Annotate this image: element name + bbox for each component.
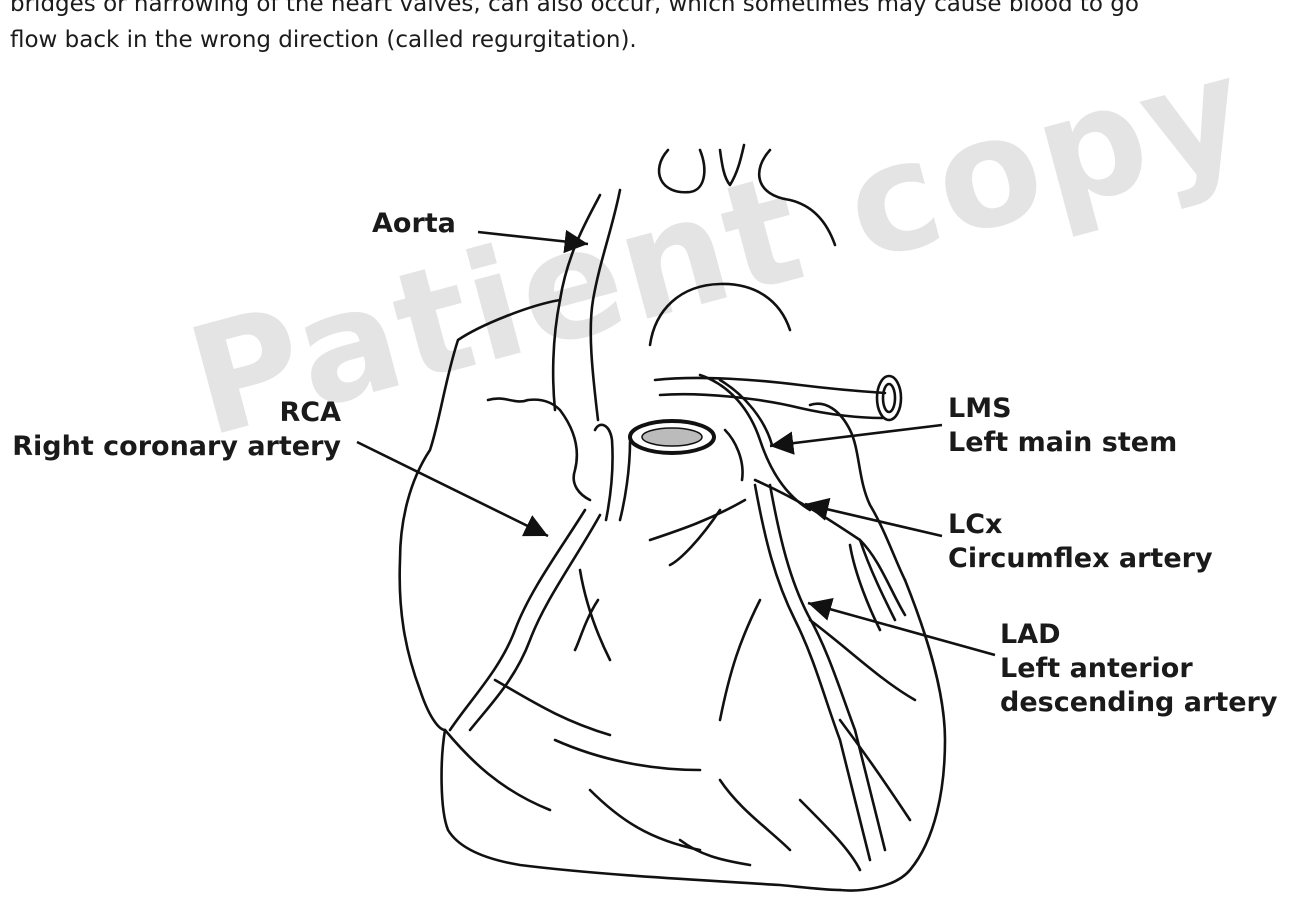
label-lcx-full: Circumflex artery (948, 542, 1213, 576)
right-ventricle-edge (445, 730, 550, 810)
label-lms-full: Left main stem (948, 426, 1177, 460)
label-lcx-abbr: LCx (948, 508, 1213, 542)
vessel-branch-1 (659, 150, 704, 192)
lms-arrow (770, 425, 942, 446)
label-lcx: LCx Circumflex artery (948, 508, 1213, 576)
atrium-notch (488, 399, 590, 500)
rca-vessel-2 (470, 515, 600, 730)
pulmonary-trunk (655, 378, 885, 393)
label-lad: LAD Left anterior descending artery (1000, 618, 1277, 720)
label-lad-abbr: LAD (1000, 618, 1277, 652)
label-lms-abbr: LMS (948, 392, 1177, 426)
aorta-inner (591, 190, 620, 420)
label-lad-full-1: Left anterior (1000, 652, 1277, 686)
inferior-wall (442, 730, 840, 890)
label-rca: RCA Right coronary artery (8, 396, 341, 464)
label-lad-full-2: descending artery (1000, 686, 1277, 720)
label-lms: LMS Left main stem (948, 392, 1177, 460)
aorta-arrow (478, 232, 588, 244)
pulmonary-opening (877, 376, 901, 420)
label-aorta-text: Aorta (372, 207, 456, 241)
aortic-arch (650, 284, 790, 345)
label-rca-abbr: RCA (8, 396, 341, 430)
vessel-branch-2 (720, 145, 744, 185)
rca-arrow (357, 442, 548, 536)
label-aorta: Aorta (372, 207, 456, 241)
label-rca-full: Right coronary artery (8, 430, 341, 464)
rca-vessel-1 (450, 510, 585, 730)
vessel-branch-3 (759, 150, 835, 245)
right-atrium (400, 300, 560, 730)
lad-vessel-1 (755, 485, 870, 860)
lms-inner (725, 430, 743, 480)
valve-stump (595, 425, 613, 520)
pulmonary-trunk-2 (660, 394, 882, 418)
